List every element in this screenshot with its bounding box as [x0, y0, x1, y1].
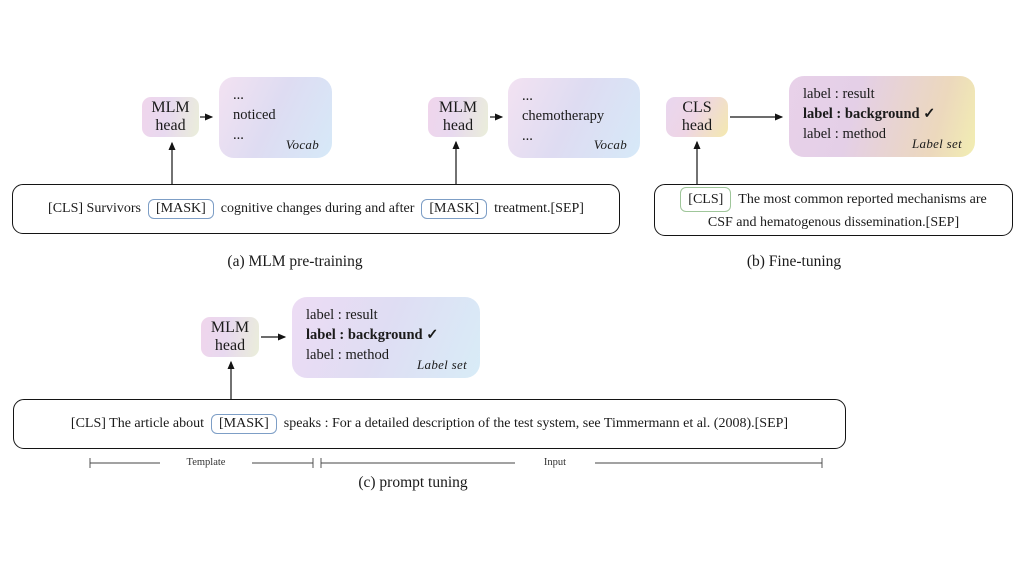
- sentence-text: cognitive changes during and after: [220, 201, 415, 216]
- vocab-box-1: ... noticed ... Vocab: [219, 77, 332, 158]
- head-label-line: head: [442, 117, 474, 134]
- vocab-ellipsis: ...: [233, 87, 244, 103]
- vocab-word: chemotherapy: [522, 108, 605, 124]
- vocab-tag: Vocab: [593, 137, 627, 152]
- label-row-selected: label : background ✓: [306, 327, 439, 343]
- cls-head-box: CLS head: [666, 97, 728, 137]
- label-set-box-finetuning: label : result label : background ✓ labe…: [789, 76, 975, 157]
- sentence-box-prompt: [CLS] The article about [MASK] speaks : …: [13, 399, 846, 449]
- vocab-ellipsis: ...: [233, 127, 244, 143]
- mask-token-chip: [MASK]: [211, 414, 277, 434]
- head-label-line: head: [681, 117, 713, 134]
- caption-b: (b) Fine-tuning: [746, 253, 842, 270]
- label-set-tag: Label set: [911, 136, 962, 151]
- head-label-line: CLS: [682, 99, 712, 116]
- label-row: label : method: [306, 347, 389, 363]
- label-set-box-prompt: label : result label : background ✓ labe…: [292, 297, 480, 378]
- mask-token-chip: [MASK]: [421, 199, 488, 219]
- vocab-tag: Vocab: [285, 137, 319, 152]
- label-row: label : method: [803, 126, 886, 142]
- head-label-line: head: [155, 117, 186, 134]
- mlm-head-box-c: MLM head: [201, 317, 259, 357]
- head-label-line: MLM: [210, 319, 250, 336]
- vocab-ellipsis: ...: [522, 128, 533, 144]
- label-row: label : result: [306, 307, 378, 323]
- mlm-head-box-a2: MLM head: [428, 97, 488, 137]
- caption-c: (c) prompt tuning: [358, 474, 468, 491]
- vocab-box-2: ... chemotherapy ... Vocab: [508, 78, 640, 158]
- label-row: label : result: [803, 86, 875, 102]
- label-row-selected: label : background ✓: [803, 106, 936, 122]
- sentence-text: [CLS] The article about: [70, 416, 204, 431]
- sentence-text: The most common reported mechanisms are: [738, 192, 987, 207]
- sentence-text: treatment.[SEP]: [494, 201, 584, 216]
- head-label-line: MLM: [151, 99, 190, 116]
- sentence-text: CSF and hematogenous dissemination.[SEP]: [707, 215, 960, 230]
- label-set-tag: Label set: [416, 357, 467, 372]
- head-label-line: MLM: [438, 99, 478, 116]
- mask-token-chip: [MASK]: [147, 199, 214, 219]
- caption-a: (a) MLM pre-training: [227, 253, 363, 270]
- cls-token-chip: [CLS]: [680, 187, 732, 212]
- sentence-line: [CLS] The most common reported mechanism…: [680, 187, 987, 212]
- mlm-head-box-a1: MLM head: [142, 97, 199, 137]
- sentence-box-finetuning: [CLS] The most common reported mechanism…: [654, 184, 1013, 236]
- input-bracket-label: Input: [515, 456, 595, 470]
- sentence-text: speaks : For a detailed description of t…: [283, 416, 789, 431]
- template-bracket-label: Template: [160, 456, 252, 470]
- vocab-ellipsis: ...: [522, 88, 533, 104]
- sentence-text: [CLS] Survivors: [48, 201, 141, 216]
- head-label-line: head: [214, 337, 246, 354]
- sentence-box-pretraining: [CLS] Survivors [MASK] cognitive changes…: [12, 184, 620, 234]
- vocab-word: noticed: [233, 107, 276, 123]
